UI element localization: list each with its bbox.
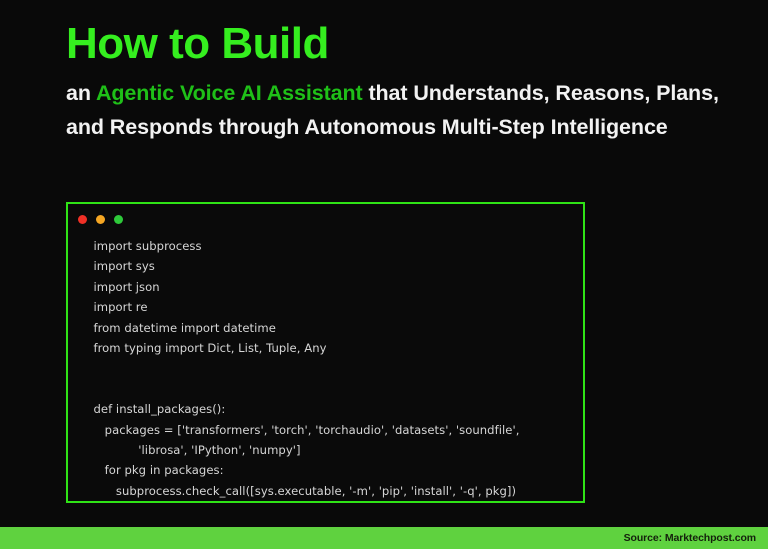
code-line bbox=[86, 358, 573, 378]
code-line: import sys bbox=[86, 259, 155, 274]
close-icon[interactable] bbox=[78, 215, 87, 224]
maximize-icon[interactable] bbox=[114, 215, 123, 224]
code-body: import subprocess import sys import json… bbox=[68, 228, 583, 501]
code-line bbox=[86, 379, 573, 399]
code-line: def install_packages(): bbox=[86, 402, 226, 417]
headline-block: How to Build an Agentic Voice AI Assista… bbox=[66, 18, 738, 144]
subtitle: an Agentic Voice AI Assistant that Under… bbox=[66, 76, 738, 144]
code-line: from datetime import datetime bbox=[86, 320, 276, 335]
footer-source-label: Source: Marktechpost.com bbox=[623, 532, 756, 544]
subtitle-rest: that Understands, Reasons, Plans, and Re… bbox=[66, 81, 719, 139]
code-line: packages = ['transformers', 'torch', 'to… bbox=[86, 422, 520, 437]
code-line: subprocess.check_call([sys.executable, '… bbox=[86, 483, 517, 498]
window-titlebar bbox=[68, 204, 583, 228]
code-line: import re bbox=[86, 300, 148, 315]
subtitle-lead: an bbox=[66, 81, 96, 105]
page-title: How to Build bbox=[66, 19, 329, 68]
code-line: for pkg in packages: bbox=[86, 463, 224, 478]
code-line: 'librosa', 'IPython', 'numpy'] bbox=[86, 443, 301, 458]
code-line: from typing import Dict, List, Tuple, An… bbox=[86, 341, 327, 356]
subtitle-accent-phrase: Agentic Voice AI Assistant bbox=[95, 81, 363, 105]
minimize-icon[interactable] bbox=[96, 215, 105, 224]
code-line: import subprocess bbox=[86, 239, 202, 253]
code-line: import json bbox=[86, 279, 160, 294]
code-window: import subprocess import sys import json… bbox=[66, 202, 585, 503]
footer-bar: Source: Marktechpost.com bbox=[0, 527, 768, 549]
